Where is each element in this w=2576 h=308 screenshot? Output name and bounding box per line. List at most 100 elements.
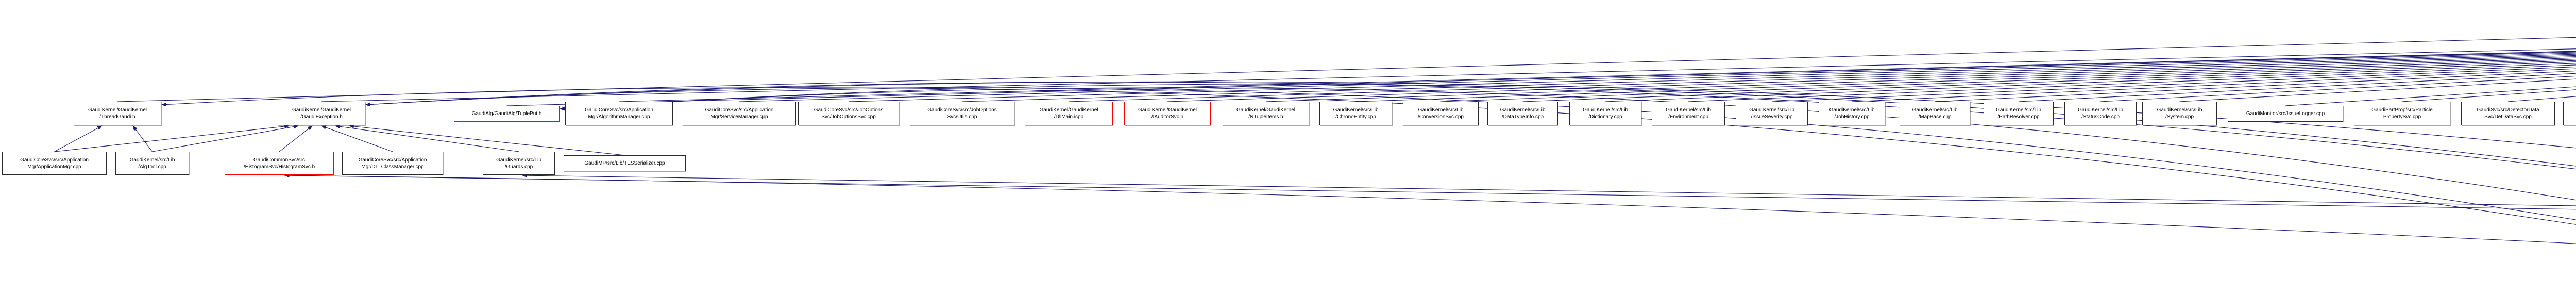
graph-node-label: /GaudiException.h bbox=[300, 114, 343, 120]
graph-node[interactable]: GaudiAlg/GaudiAlg/TuplePut.h bbox=[454, 106, 560, 122]
graph-node-label: /ChronoEntity.cpp bbox=[1335, 114, 1376, 120]
graph-node-label: GaudiPartProp/src/Particle bbox=[2371, 107, 2433, 113]
include-edge bbox=[619, 51, 2576, 102]
graph-node-label: GaudiKernel/GaudiKernel bbox=[1236, 107, 1295, 113]
graph-node[interactable]: GaudiCommonSvc/src/HistogramSvc/Histogra… bbox=[225, 152, 334, 175]
include-edge bbox=[560, 84, 2576, 167]
include-edge bbox=[2179, 78, 2576, 102]
graph-node-label: /ConversionSvc.cpp bbox=[1418, 114, 1464, 120]
graph-node-label: GaudiKernel/src/Lib bbox=[1666, 107, 1711, 113]
graph-node[interactable]: GaudiKernel/src/Lib/Guards.cpp bbox=[483, 152, 555, 175]
graph-node-label: /PathResolver.cpp bbox=[1997, 114, 2040, 120]
graph-node[interactable]: GaudiKernel/src/Lib/Dictionary.cpp bbox=[1569, 102, 1641, 125]
graph-node-label: /StatusCode.cpp bbox=[2081, 114, 2120, 120]
graph-node[interactable]: GaudiKernel/src/Lib/AlgTool.cpp bbox=[115, 152, 189, 175]
include-edge bbox=[161, 87, 2576, 225]
graph-node-label: Svc/JobOptionsSvc.cpp bbox=[821, 114, 876, 120]
graph-node[interactable]: GaudiMP/src/Lib/TESSerializer.cpp bbox=[564, 155, 686, 171]
graph-node[interactable]: GaudiKernel/src/Lib/DataTypeInfo.cpp bbox=[1487, 102, 1558, 125]
graph-node-label: /IssueSeverity.cpp bbox=[1751, 114, 1793, 120]
graph-node[interactable]: GaudiKernel/GaudiKernel/IAuditorSvc.h bbox=[1124, 102, 1211, 125]
include-edge bbox=[506, 51, 2576, 106]
graph-node-label: Svc/DetDataSvc.cpp bbox=[2484, 114, 2532, 120]
include-edge bbox=[365, 81, 2576, 149]
graph-node[interactable]: GaudiKernel/src/Lib/PathResolver.cpp bbox=[1984, 102, 2054, 125]
graph-node-label: GaudiMP/src/Lib/TESSerializer.cpp bbox=[584, 160, 665, 166]
graph-node-label: Mgr/ApplicationMgr.cpp bbox=[27, 164, 81, 170]
include-edge bbox=[1069, 55, 2576, 102]
include-edge bbox=[2285, 86, 2576, 106]
include-edge bbox=[117, 37, 2576, 102]
graph-node[interactable]: GaudiKernel/src/Lib/StatusCode.cpp bbox=[2064, 102, 2137, 125]
include-edge bbox=[1605, 63, 2576, 102]
graph-node-label: /AlgTool.cpp bbox=[138, 164, 166, 170]
include-edge bbox=[1935, 70, 2576, 102]
include-edge bbox=[2402, 89, 2576, 102]
graph-node-label: /HistogramSvc/HistogramSvc.h bbox=[243, 164, 315, 170]
graph-node-label: /DllMain.icpp bbox=[1054, 114, 1084, 120]
include-edge bbox=[284, 173, 2576, 244]
include-edge bbox=[848, 53, 2576, 102]
graph-node[interactable]: GaudiKernel/GaudiKernel/ThreadGaudi.h bbox=[74, 102, 161, 125]
graph-node[interactable]: GaudiKernel/src/Lib/JobHistory.cpp bbox=[1819, 102, 1885, 125]
graph-node[interactable]: GaudiKernel/src/Lib/Environment.cpp bbox=[1652, 102, 1725, 125]
include-edge bbox=[349, 124, 625, 156]
graph-node-label: GaudiKernel/src/Lib bbox=[1912, 107, 1958, 113]
graph-node[interactable]: GaudiKernel/GaudiKernel/GaudiException.h bbox=[278, 102, 365, 125]
include-edge bbox=[54, 125, 103, 152]
graph-node[interactable]: GaudiKernel/src/Lib/ChronoEntity.cpp bbox=[1319, 102, 1392, 125]
graph-node-label: GaudiCoreSvc/src/Application bbox=[705, 107, 774, 113]
include-edge bbox=[1440, 60, 2576, 102]
graph-node[interactable]: GaudiKernel/src/Lib/IssueSeverity.cpp bbox=[1736, 102, 1808, 125]
graph-node-label: GaudiMonitor/src/IssueLogger.cpp bbox=[2246, 111, 2325, 117]
graph-node[interactable]: GaudiKernel/src/Lib/ConversionSvc.cpp bbox=[1403, 102, 1479, 125]
graph-node-label: GaudiKernel/src/Lib bbox=[1996, 107, 2041, 113]
graph-node[interactable]: GaudiKernel/src/Lib/MapBase.cpp bbox=[1900, 102, 1970, 125]
graph-node-label: GaudiKernel/GaudiKernel bbox=[1138, 107, 1197, 113]
graph-node-label: /JobHistory.cpp bbox=[1834, 114, 1870, 120]
graph-node-label: /DataTypeInfo.cpp bbox=[1501, 114, 1544, 120]
include-edge bbox=[1355, 59, 2576, 102]
graph-node-label: /Environment.cpp bbox=[1668, 114, 1708, 120]
graph-node-label: GaudiKernel/src/Lib bbox=[2078, 107, 2123, 113]
graph-node-label: GaudiKernel/src/Lib bbox=[1500, 107, 1546, 113]
graph-node[interactable]: GaudiSvc/src/RndmGenSvc/HepRndmEngines.c… bbox=[2563, 102, 2576, 125]
include-edge bbox=[152, 124, 299, 152]
include-edge bbox=[335, 124, 519, 152]
graph-node[interactable]: GaudiKernel/GaudiKernel/NTupleItems.h bbox=[1223, 102, 1309, 125]
graph-node-label: /NTupleItems.h bbox=[1248, 114, 1283, 120]
include-edge bbox=[54, 124, 290, 152]
graph-node-label: GaudiCoreSvc/src/JobOptions bbox=[814, 107, 884, 113]
include-edge bbox=[1852, 68, 2576, 102]
graph-node-label: Mgr/AlgorithmManager.cpp bbox=[588, 114, 650, 120]
graph-node-label: Svc/Utils.cpp bbox=[947, 114, 977, 120]
graph-node-label: GaudiCommonSvc/src bbox=[253, 157, 306, 163]
graph-node-label: /Guards.cpp bbox=[504, 164, 533, 170]
include-edge bbox=[739, 52, 2576, 102]
graph-node-label: /ThreadGaudi.h bbox=[99, 114, 135, 120]
graph-node-label: /IAuditorSvc.h bbox=[1151, 114, 1184, 120]
include-edge bbox=[2100, 75, 2576, 102]
graph-node-label: GaudiSvc/src/DetectorData bbox=[2477, 107, 2539, 113]
include-edge bbox=[132, 125, 152, 152]
include-edge bbox=[321, 48, 2576, 102]
include-edge bbox=[1522, 61, 2576, 102]
include-edge bbox=[1265, 57, 2576, 102]
graph-node-label: GaudiCoreSvc/src/Application bbox=[585, 107, 653, 113]
graph-node-label: /MapBase.cpp bbox=[1918, 114, 1952, 120]
graph-node-label: Mgr/DLLClassManager.cpp bbox=[361, 164, 424, 170]
graph-node[interactable]: GaudiKernel/GaudiKernel/DllMain.icpp bbox=[1025, 102, 1113, 125]
graph-node[interactable]: GaudiKernel/src/Lib/System.cpp bbox=[2142, 102, 2217, 125]
include-edge bbox=[2018, 73, 2576, 102]
graph-node[interactable]: GaudiMonitor/src/IssueLogger.cpp bbox=[2228, 106, 2343, 122]
graph-node-label: /System.cpp bbox=[2165, 114, 2194, 120]
